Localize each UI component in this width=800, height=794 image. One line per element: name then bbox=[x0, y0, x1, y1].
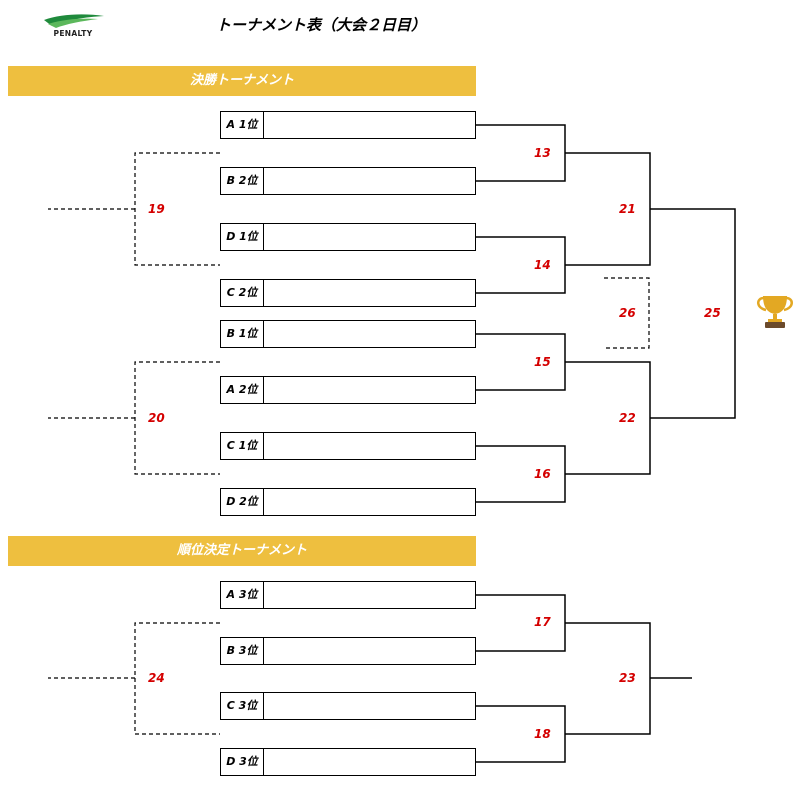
team-slot-b2: B 2位 bbox=[220, 167, 476, 195]
team-label: D 1位 bbox=[221, 224, 264, 250]
team-label: C 3位 bbox=[221, 693, 264, 719]
team-label: C 1位 bbox=[221, 433, 264, 459]
team-slot-c1: C 1位 bbox=[220, 432, 476, 460]
team-slot-b3: B 3位 bbox=[220, 637, 476, 665]
team-label: D 2位 bbox=[221, 489, 264, 515]
match-number-14: 14 bbox=[534, 258, 551, 272]
match-number-23: 23 bbox=[619, 671, 636, 685]
team-slot-a3: A 3位 bbox=[220, 581, 476, 609]
bracket-match-18 bbox=[476, 705, 566, 763]
team-slot-d1: D 1位 bbox=[220, 223, 476, 251]
match-number-22: 22 bbox=[619, 411, 636, 425]
team-slot-d3: D 3位 bbox=[220, 748, 476, 776]
team-slot-d2: D 2位 bbox=[220, 488, 476, 516]
team-slot-a1: A 1位 bbox=[220, 111, 476, 139]
bracket-match-25 bbox=[650, 208, 736, 419]
match-number-17: 17 bbox=[534, 615, 551, 629]
bracket-match-13 bbox=[476, 124, 566, 182]
team-label: A 1位 bbox=[221, 112, 264, 138]
team-label: A 3位 bbox=[221, 582, 264, 608]
match-number-13: 13 bbox=[534, 146, 551, 160]
team-label: C 2位 bbox=[221, 280, 264, 306]
bracket-match-22 bbox=[565, 361, 651, 475]
placement-tournament-header: 順位決定トーナメント bbox=[8, 536, 476, 566]
bracket-match-26 bbox=[604, 277, 650, 349]
team-slot-c2: C 2位 bbox=[220, 279, 476, 307]
page-title: トーナメント表（大会２日目） bbox=[216, 16, 427, 34]
match-number-18: 18 bbox=[534, 727, 551, 741]
match-number-19: 19 bbox=[148, 202, 165, 216]
bracket-match-15 bbox=[476, 333, 566, 391]
team-label: B 2位 bbox=[221, 168, 264, 194]
bracket-match-17 bbox=[476, 594, 566, 652]
team-slot-a2: A 2位 bbox=[220, 376, 476, 404]
penalty-logo: PENALTY bbox=[38, 12, 108, 40]
bracket-match-14 bbox=[476, 236, 566, 294]
match-number-15: 15 bbox=[534, 355, 551, 369]
team-slot-c3: C 3位 bbox=[220, 692, 476, 720]
match-number-24: 24 bbox=[148, 671, 165, 685]
match-number-25: 25 bbox=[704, 306, 721, 320]
final-tournament-header: 決勝トーナメント bbox=[8, 66, 476, 96]
penalty-logo-icon bbox=[44, 14, 104, 28]
match-number-16: 16 bbox=[534, 467, 551, 481]
bracket-match-16 bbox=[476, 445, 566, 503]
match-number-21: 21 bbox=[619, 202, 636, 216]
match-number-20: 20 bbox=[148, 411, 165, 425]
team-label: B 3位 bbox=[221, 638, 264, 664]
bracket-match-21 bbox=[565, 152, 651, 266]
match-number-26: 26 bbox=[619, 306, 636, 320]
team-slot-b1: B 1位 bbox=[220, 320, 476, 348]
bracket-match-23 bbox=[565, 622, 651, 735]
team-label: A 2位 bbox=[221, 377, 264, 403]
team-label: D 3位 bbox=[221, 749, 264, 775]
team-label: B 1位 bbox=[221, 321, 264, 347]
logo-text: PENALTY bbox=[53, 29, 93, 38]
trophy-icon bbox=[754, 294, 796, 330]
